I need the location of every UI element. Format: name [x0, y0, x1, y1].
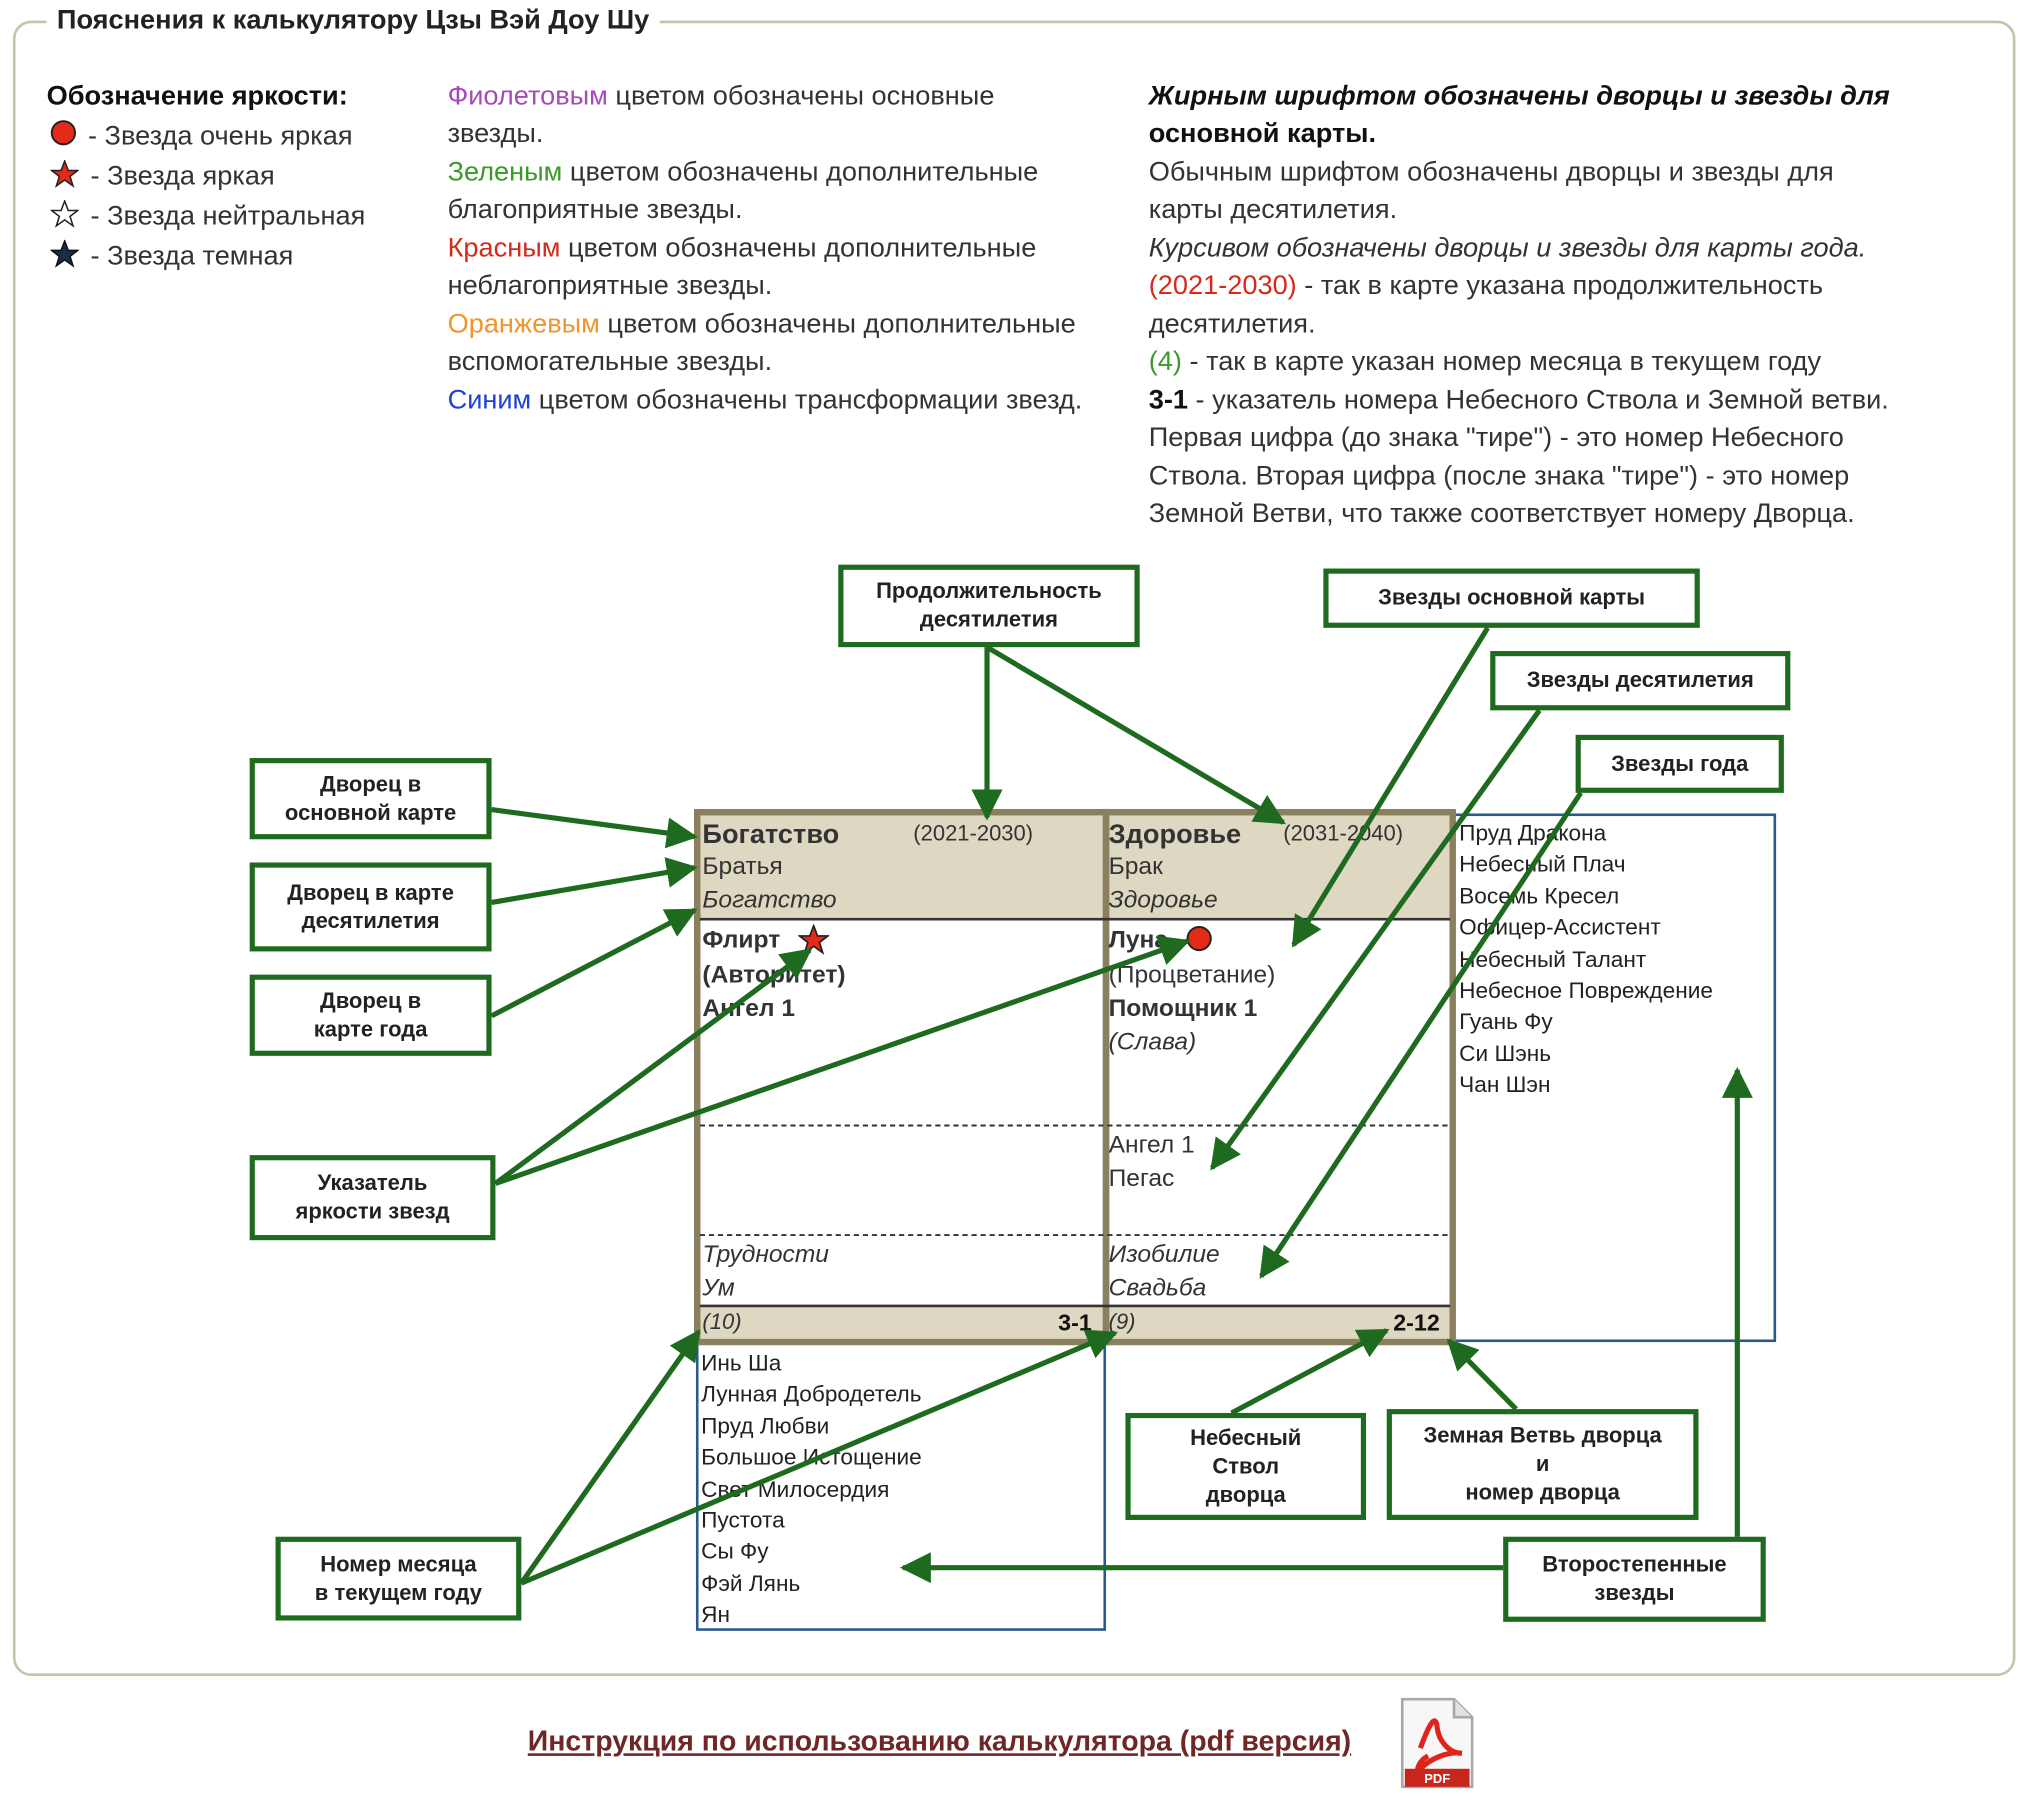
left-year-good: Ум: [702, 1275, 735, 1303]
list-item: Сы Фу: [701, 1538, 769, 1565]
list-item: Ян: [701, 1601, 730, 1628]
list-item: Пустота: [701, 1507, 785, 1533]
right-month: (9): [1108, 1309, 1136, 1335]
secondary-bottom-list: Инь Ша Лунная Добродетель Пруд Любви Бол…: [701, 1347, 922, 1630]
brightness-title: Обозначение яркости:: [46, 81, 348, 111]
left-index: 3-1: [1058, 1309, 1092, 1336]
left-palace-year: Богатство: [702, 886, 837, 915]
callout-year-stars: Звезды года: [1575, 734, 1784, 793]
list-item: Лунная Добродетель: [701, 1381, 922, 1408]
list-item: Небесный Плач: [1459, 851, 1626, 878]
right-star-transform: (Процветание): [1108, 961, 1276, 989]
right-very-bright-circle-icon: [1186, 925, 1212, 952]
list-item: Восемь Кресел: [1459, 882, 1620, 909]
list-item: Пруд Любви: [701, 1412, 830, 1439]
callout-decade-stars: Звезды десятилетия: [1490, 651, 1791, 711]
orange-line-2: вспомогательные звезды.: [447, 346, 773, 377]
right-palace-decade: Брак: [1108, 853, 1163, 881]
left-year-bad: Трудности: [702, 1241, 829, 1269]
right-star-main: Луна: [1108, 926, 1169, 955]
right-year-orange-2: Свадьба: [1108, 1275, 1207, 1303]
explanations-panel: [12, 20, 2016, 1676]
left-star-transform: (Авторитет): [702, 961, 846, 989]
bold-line-2: основной карты.: [1148, 118, 1377, 149]
right-decade-range: (2031-2040): [1283, 821, 1404, 846]
green-line-2: благоприятные звезды.: [447, 194, 743, 225]
brightness-dark-label: - Звезда темная: [90, 241, 294, 271]
right-palace-year: Здоровье: [1108, 886, 1218, 915]
right-star-aux: Помощник 1: [1108, 995, 1258, 1023]
very-bright-circle-icon: [50, 120, 76, 146]
blue-line: Синим цветом обозначены трансформации зв…: [447, 385, 1083, 416]
bright-star-icon: [50, 159, 79, 188]
pointer-line-3: Ствола. Вторая цифра (после знака "тире"…: [1148, 461, 1850, 492]
decade-example-line-2: десятилетия.: [1148, 309, 1316, 340]
list-item: Небесный Талант: [1459, 945, 1647, 972]
callout-brightness-pointer: Указатель яркости звезд: [249, 1155, 496, 1241]
brightness-neutral-label: - Звезда нейтральная: [90, 201, 366, 231]
list-item: Небесное Повреждение: [1459, 977, 1713, 1004]
callout-palace-decade: Дворец в карте десятилетия: [249, 862, 492, 952]
list-item: Си Шэнь: [1459, 1040, 1552, 1066]
normal-line-2: карты десятилетия.: [1148, 194, 1398, 225]
left-star-main: Флирт: [702, 926, 781, 955]
left-palace-decade: Братья: [702, 853, 783, 881]
panel-legend-title: Пояснения к калькулятору Цзы Вэй Доу Шу: [46, 5, 660, 37]
italic-line: Курсивом обозначены дворцы и звезды для …: [1148, 233, 1867, 263]
list-item: Гуань Фу: [1459, 1008, 1553, 1035]
callout-main-stars: Звезды основной карты: [1323, 568, 1700, 628]
green-line: Зеленым цветом обозначены дополнительные: [447, 157, 1039, 187]
list-item: Свет Милосердия: [701, 1475, 890, 1502]
callout-palace-year: Дворец в карте года: [249, 974, 492, 1056]
left-decade-range: (2021-2030): [913, 821, 1034, 846]
callout-secondary-stars: Второстепенные звезды: [1503, 1536, 1766, 1622]
right-palace-main: Здоровье: [1108, 819, 1242, 850]
palace-left-footer-bg: [699, 1305, 1107, 1340]
red-line: Красным цветом обозначены дополнительные: [447, 233, 1037, 263]
red-line-2: неблагоприятные звезды.: [447, 270, 773, 301]
callout-month-number: Номер месяца в текущем году: [275, 1536, 522, 1621]
list-item: Пруд Дракона: [1459, 819, 1607, 846]
list-item: Большое Истощение: [701, 1444, 922, 1470]
orange-line: Оранжевым цветом обозначены дополнительн…: [447, 309, 1076, 340]
purple-line-2: звезды.: [447, 118, 544, 149]
right-index: 2-12: [1393, 1309, 1440, 1336]
neutral-star-icon: [50, 199, 79, 228]
left-month: (10): [702, 1309, 742, 1335]
callout-earthly-branch: Земная Ветвь дворца и номер дворца: [1386, 1409, 1699, 1520]
bold-line-1: Жирным шрифтом обозначены дворцы и звезд…: [1148, 81, 1890, 111]
palace-left-header-bg: [699, 814, 1107, 918]
decade-example-line: (2021-2030) - так в карте указана продол…: [1148, 270, 1824, 301]
callout-duration: Продолжительность десятилетия: [838, 564, 1140, 648]
right-decade-orange: Пегас: [1108, 1165, 1175, 1193]
secondary-right-list: Пруд Дракона Небесный Плач Восемь Кресел…: [1459, 817, 1713, 1100]
list-item: Фэй Лянь: [701, 1570, 801, 1596]
pdf-instructions-link[interactable]: Инструкция по использованию калькулятора…: [527, 1724, 1352, 1758]
pointer-line-4: Земной Ветви, что также соответствует но…: [1148, 498, 1855, 529]
pdf-file-icon[interactable]: PDF: [1397, 1697, 1477, 1792]
month-example-line: (4) - так в карте указан номер месяца в …: [1148, 346, 1822, 377]
pdf-icon-label: PDF: [1424, 1771, 1450, 1786]
brightness-bright-label: - Звезда яркая: [90, 161, 275, 191]
right-year-orange-1: Изобилие: [1108, 1241, 1220, 1269]
right-decade-good: Ангел 1: [1108, 1131, 1195, 1159]
right-star-year-transform: (Слава): [1108, 1028, 1197, 1056]
left-palace-main: Богатство: [702, 819, 840, 850]
purple-line: Фиолетовым цветом обозначены основные: [447, 81, 995, 111]
list-item: Чан Шэн: [1459, 1071, 1551, 1098]
callout-heavenly-stem: Небесный Ствол дворца: [1125, 1412, 1367, 1520]
normal-line-1: Обычным шрифтом обозначены дворцы и звез…: [1148, 157, 1834, 187]
dark-star-icon: [50, 239, 79, 268]
brightness-very-bright-label: - Звезда очень яркая: [87, 121, 353, 151]
left-star-aux: Ангел 1: [702, 995, 796, 1023]
pointer-example-line: 3-1 - указатель номера Небесного Ствола …: [1148, 385, 1889, 416]
list-item: Инь Ша: [701, 1349, 782, 1376]
left-bright-star-icon: [798, 924, 830, 955]
list-item: Офицер-Ассистент: [1459, 914, 1661, 941]
pointer-line-2: Первая цифра (до знака "тире") - это ном…: [1148, 422, 1844, 453]
callout-palace-main: Дворец в основной карте: [249, 758, 492, 840]
